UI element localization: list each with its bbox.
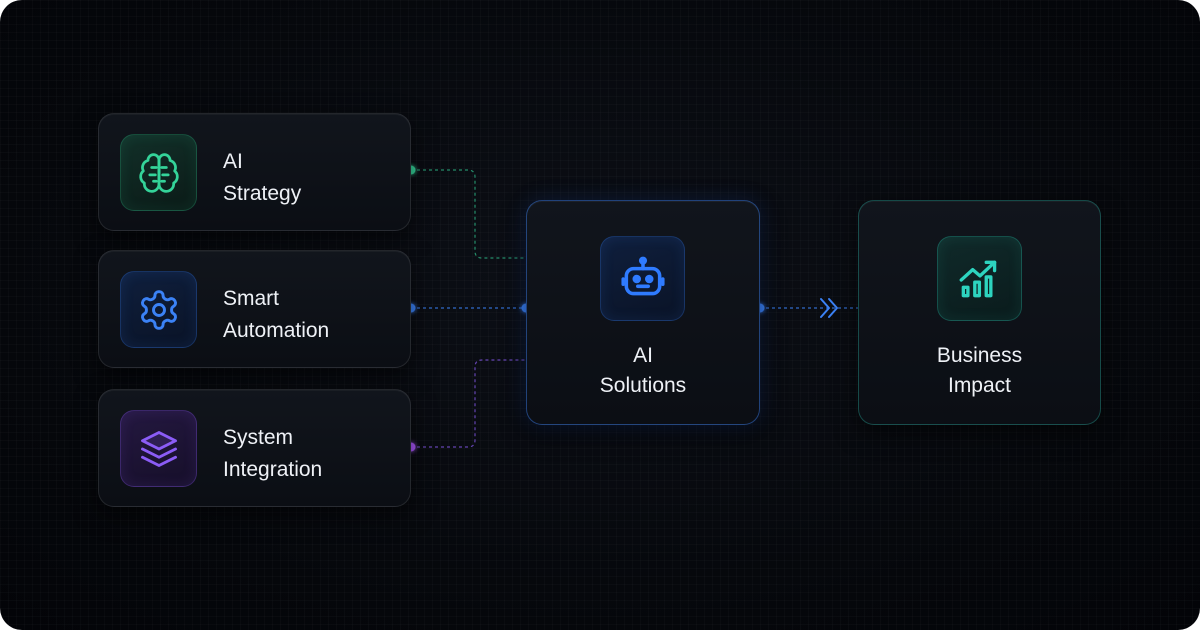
label-line-2: Solutions [599, 374, 687, 397]
chart-growth-icon [959, 260, 996, 297]
card-business-impact: Business Impact [858, 200, 1101, 425]
robot-icon [620, 256, 665, 295]
label-line-1: Smart [223, 287, 280, 310]
label-line-2: Automation [223, 319, 330, 342]
label-system-integration: System Integration [223, 422, 322, 486]
card-system-integration: System Integration [98, 389, 411, 507]
label-line-1: System [223, 426, 294, 449]
label-line-1: AI [633, 344, 653, 367]
layers-icon [140, 430, 177, 467]
icon-box-impact [937, 236, 1022, 321]
label-line-2: Integration [223, 458, 323, 481]
label-ai-solutions: AI Solutions [527, 341, 759, 401]
gear-icon [140, 289, 177, 330]
connector-strategy [411, 169, 526, 259]
chevron-right-icon [820, 298, 838, 318]
icon-box-automation [120, 271, 197, 348]
card-ai-strategy: AI Strategy [98, 113, 411, 231]
label-business-impact: Business Impact [859, 341, 1100, 401]
label-smart-automation: Smart Automation [223, 283, 329, 347]
icon-box-integration [120, 410, 197, 487]
label-ai-strategy: AI Strategy [223, 146, 301, 210]
label-line-1: AI [223, 150, 243, 173]
card-smart-automation: Smart Automation [98, 250, 411, 368]
label-line-2: Impact [947, 374, 1012, 397]
label-line-1: Business [936, 344, 1023, 367]
icon-box-hub [600, 236, 685, 321]
card-ai-solutions: AI Solutions [526, 200, 760, 425]
connector-integration [411, 359, 526, 448]
label-line-2: Strategy [223, 182, 302, 205]
brain-icon [138, 152, 179, 193]
icon-box-strategy [120, 134, 197, 211]
